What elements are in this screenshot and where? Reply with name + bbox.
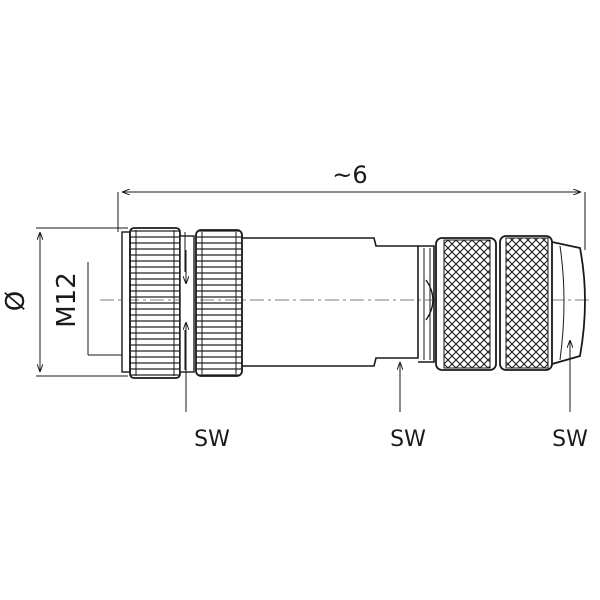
sw-label-body: SW (390, 427, 426, 452)
hex-nut (195, 229, 243, 377)
length-label: ~6 (332, 161, 367, 189)
knurled-sleeve-front (435, 237, 497, 371)
cable-gland-tip (551, 241, 586, 365)
diameter-dimension: Ø (1, 227, 128, 377)
grip-rings (418, 245, 435, 363)
sw-leaders (186, 250, 570, 412)
thread-label: M12 (52, 272, 82, 328)
length-dimension: ~6 (117, 161, 586, 250)
sw-label-gland: SW (552, 427, 588, 452)
diameter-symbol: Ø (1, 291, 31, 311)
coupling-nut (121, 227, 195, 379)
connector-body (242, 237, 419, 367)
sw-label-nut: SW (194, 427, 230, 452)
thread-dimension: M12 (52, 262, 130, 356)
knurled-sleeve-rear (499, 235, 553, 371)
